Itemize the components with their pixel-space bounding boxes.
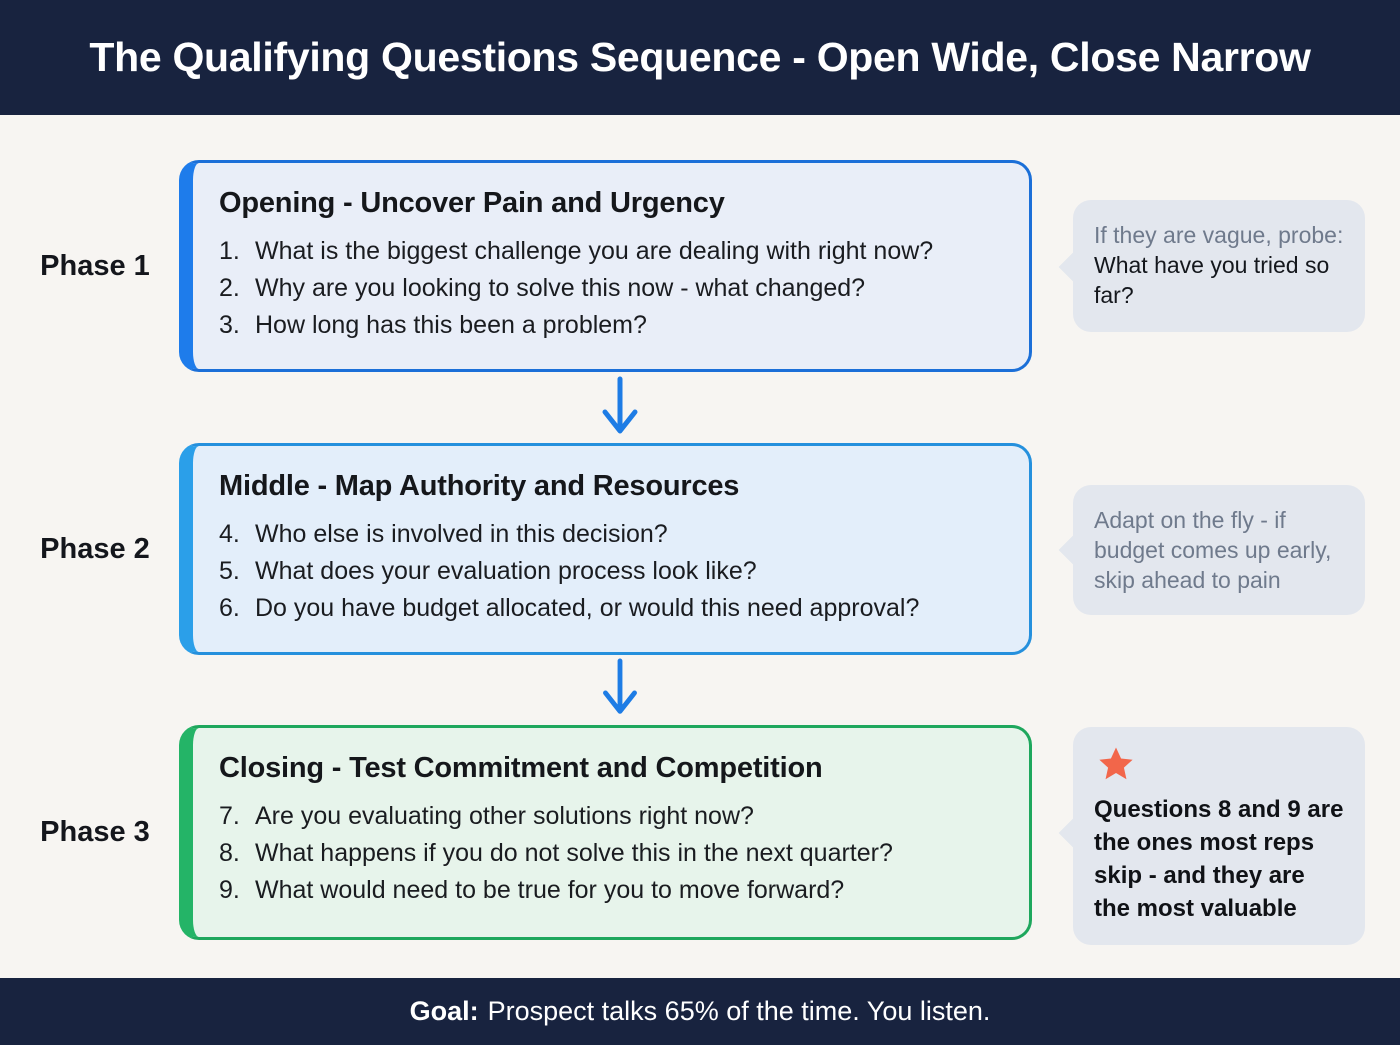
goal-text: Prospect talks 65% of the time. You list… — [487, 996, 991, 1026]
phase-2-label: Phase 2 — [40, 533, 150, 565]
flow-arrow-down-icon — [603, 658, 637, 714]
phase-3-label: Phase 3 — [40, 816, 150, 848]
question-number: 1. — [219, 237, 240, 265]
bubble-tail — [1058, 531, 1096, 569]
question-text: What is the biggest challenge you are de… — [255, 237, 934, 265]
phase-1-callout-bubble: If they are vague, probe: What have you … — [1058, 200, 1365, 332]
phase-3-callout-bubble: Questions 8 and 9 are the ones most reps… — [1058, 727, 1365, 945]
question-text: How long has this been a problem? — [255, 311, 647, 339]
question-text: What does your evaluation process look l… — [255, 557, 757, 585]
callout-text: Adapt on the fly - if budget comes up ea… — [1094, 505, 1344, 595]
question-item-7: 7. Are you evaluating other solutions ri… — [219, 798, 1011, 835]
question-number: 9. — [219, 876, 240, 904]
bubble-tail — [1058, 814, 1096, 852]
phase-2-callout-bubble: Adapt on the fly - if budget comes up ea… — [1058, 485, 1365, 615]
phase-3-box: Closing - Test Commitment and Competitio… — [179, 725, 1032, 940]
question-item-3: 3. How long has this been a problem? — [219, 307, 1011, 344]
goal-label: Goal: — [409, 996, 479, 1026]
question-number: 5. — [219, 557, 240, 585]
phase-3-heading: Closing - Test Commitment and Competitio… — [219, 752, 823, 784]
phase-2-heading: Middle - Map Authority and Resources — [219, 470, 740, 502]
callout-muted-text: If they are vague, probe: — [1094, 222, 1344, 248]
question-item-1: 1. What is the biggest challenge you are… — [219, 233, 1011, 270]
phase-1-heading: Opening - Uncover Pain and Urgency — [219, 187, 725, 219]
question-number: 4. — [219, 520, 240, 548]
question-item-2: 2. Why are you looking to solve this now… — [219, 270, 1011, 307]
callout-text: Questions 8 and 9 are the ones most reps… — [1094, 796, 1344, 922]
flow-arrow-down-icon — [602, 376, 638, 434]
callout-muted-text: Adapt on the fly - if budget comes up ea… — [1094, 507, 1332, 593]
phase-1-label: Phase 1 — [40, 250, 150, 282]
star-icon — [1099, 747, 1133, 780]
question-item-9: 9. What would need to be true for you to… — [219, 872, 1011, 909]
question-text: What would need to be true for you to mo… — [255, 876, 845, 904]
title-bar: The Qualifying Questions Sequence - Open… — [0, 0, 1400, 115]
goal-bar: Goal: Prospect talks 65% of the time. Yo… — [0, 978, 1400, 1045]
question-item-4: 4. Who else is involved in this decision… — [219, 516, 1011, 553]
question-number: 7. — [219, 802, 240, 830]
phase-1-box: Opening - Uncover Pain and Urgency 1. Wh… — [179, 160, 1032, 372]
page-title: The Qualifying Questions Sequence - Open… — [89, 34, 1311, 80]
question-number: 8. — [219, 839, 240, 867]
question-text: What happens if you do not solve this in… — [255, 839, 893, 867]
bubble-tail — [1058, 248, 1096, 286]
question-item-8: 8. What happens if you do not solve this… — [219, 835, 1011, 872]
question-number: 2. — [219, 274, 240, 302]
question-number: 6. — [219, 594, 240, 622]
question-text: Why are you looking to solve this now - … — [255, 274, 866, 302]
question-text: Do you have budget allocated, or would t… — [255, 594, 920, 622]
question-number: 3. — [219, 311, 240, 339]
callout-text: If they are vague, probe: What have you … — [1094, 220, 1344, 310]
question-text: Who else is involved in this decision? — [255, 520, 668, 548]
question-item-6: 6. Do you have budget allocated, or woul… — [219, 590, 1011, 627]
question-item-5: 5. What does your evaluation process loo… — [219, 553, 1011, 590]
callout-strong-text: What have you tried so far? — [1094, 252, 1330, 308]
question-text: Are you evaluating other solutions right… — [255, 802, 754, 830]
phase-2-box: Middle - Map Authority and Resources 4. … — [179, 443, 1032, 655]
